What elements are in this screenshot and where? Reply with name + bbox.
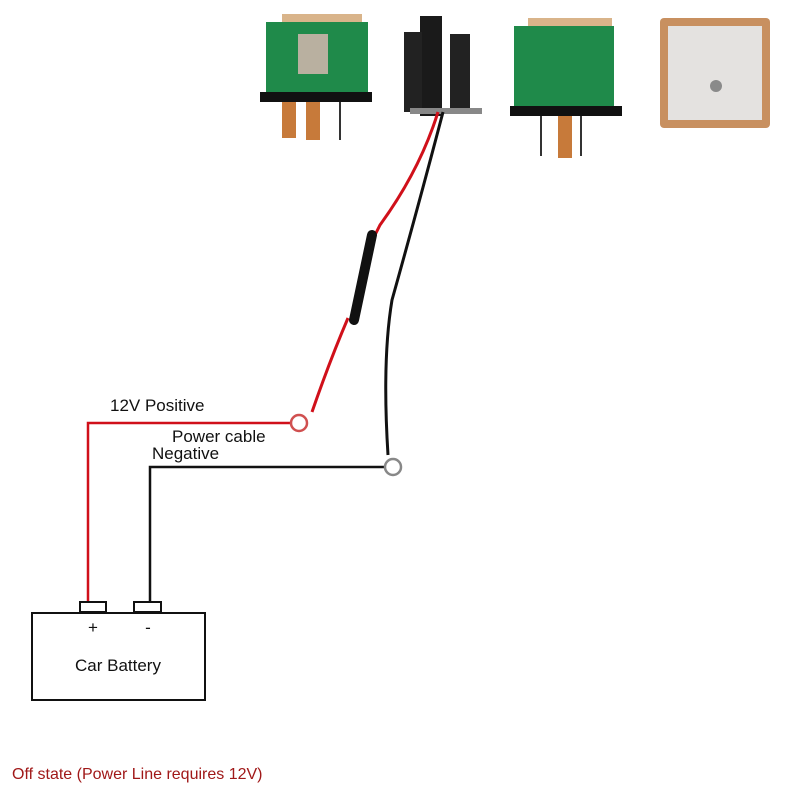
negative-label: Negative bbox=[152, 444, 219, 463]
footer-note: Off state (Power Line requires 12V) bbox=[12, 766, 263, 783]
relay-module-gps bbox=[510, 18, 622, 158]
positive-wire bbox=[86, 421, 292, 603]
negative-post bbox=[133, 601, 162, 613]
heatsink-module bbox=[404, 16, 482, 116]
car-battery: + - Car Battery bbox=[31, 601, 206, 701]
negative-ring-terminal bbox=[383, 457, 403, 477]
device-black-wire bbox=[384, 111, 445, 456]
battery-label: Car Battery bbox=[75, 656, 161, 675]
plus-sign: + bbox=[88, 618, 98, 637]
gps-antenna-patch bbox=[660, 18, 770, 128]
inline-fuse-holder bbox=[349, 230, 377, 325]
relay-module-gsm bbox=[260, 14, 372, 140]
power-cable-label: Power cable bbox=[172, 427, 266, 446]
minus-sign: - bbox=[145, 618, 151, 637]
positive-ring-terminal bbox=[289, 413, 309, 433]
positive-post bbox=[79, 601, 107, 613]
negative-wire bbox=[148, 465, 386, 603]
positive-label: 12V Positive bbox=[110, 396, 205, 415]
device-red-wire bbox=[310, 111, 440, 413]
